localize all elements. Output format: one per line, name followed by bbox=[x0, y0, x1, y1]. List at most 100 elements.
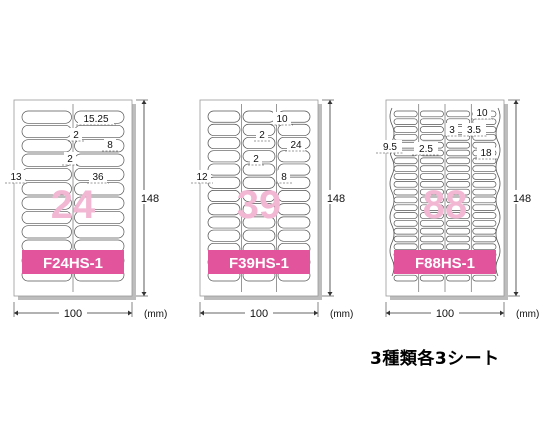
label-slot bbox=[446, 157, 471, 165]
label-slot bbox=[419, 165, 444, 172]
sheet-code: F24HS-1 bbox=[43, 255, 103, 272]
label-slot bbox=[419, 243, 444, 251]
sheet-width-value: 100 bbox=[436, 308, 454, 320]
label-slot bbox=[277, 123, 311, 136]
height-dimension-head-bottom bbox=[141, 292, 147, 296]
label-slot bbox=[419, 235, 444, 243]
label-slot bbox=[242, 216, 276, 229]
dimension-label-bg bbox=[256, 128, 268, 141]
dimension-value: 9.5 bbox=[383, 142, 397, 153]
label-slot bbox=[393, 204, 418, 211]
dimension-value: 10 bbox=[276, 114, 288, 125]
label-slot bbox=[242, 163, 276, 176]
label-slot bbox=[419, 227, 444, 235]
label-slot bbox=[393, 243, 418, 251]
dimension-value: 3 bbox=[449, 125, 455, 136]
label-slot bbox=[419, 196, 444, 204]
label-slot bbox=[419, 204, 444, 211]
label-slot bbox=[277, 229, 311, 242]
dimension-value: 2 bbox=[253, 154, 259, 165]
label-slot bbox=[74, 196, 125, 210]
label-slot bbox=[207, 150, 241, 163]
label-slot bbox=[472, 173, 497, 180]
label-slot bbox=[446, 173, 471, 180]
label-slot bbox=[74, 153, 125, 167]
label-slot bbox=[393, 212, 418, 219]
label-slot bbox=[419, 173, 444, 180]
label-slot bbox=[419, 110, 444, 118]
label-slot bbox=[393, 157, 418, 165]
label-slot bbox=[277, 150, 311, 163]
sheet-count-watermark: 39 bbox=[237, 183, 282, 227]
sheet-width-value: 100 bbox=[64, 308, 82, 320]
height-dimension-head-bottom bbox=[327, 292, 333, 296]
label-slot bbox=[242, 190, 276, 202]
label-slot bbox=[207, 110, 241, 123]
label-slot bbox=[393, 235, 418, 243]
label-slot bbox=[21, 225, 72, 239]
dimension-value: 3.5 bbox=[467, 125, 481, 136]
width-dimension-head-left bbox=[14, 310, 18, 316]
dimension-label-bg bbox=[273, 112, 291, 125]
caption: 3種類各3シート bbox=[370, 349, 500, 369]
dimension-value: 15.25 bbox=[83, 114, 108, 125]
width-dimension-head-right bbox=[500, 310, 504, 316]
label-slot bbox=[74, 210, 125, 225]
label-slot bbox=[242, 203, 276, 216]
label-slot bbox=[446, 212, 471, 219]
label-slot bbox=[393, 134, 418, 141]
label-slot bbox=[446, 196, 471, 204]
label-slot bbox=[393, 126, 418, 133]
label-slot bbox=[207, 229, 241, 242]
dimension-label-bg bbox=[473, 106, 491, 119]
label-slot bbox=[446, 149, 471, 157]
sheet-height-value: 148 bbox=[327, 193, 345, 205]
sheet-width-value: 100 bbox=[250, 308, 268, 320]
label-slot bbox=[207, 203, 241, 216]
label-slot bbox=[472, 165, 497, 172]
dimension-label-bg bbox=[89, 170, 107, 183]
unit-label: (mm) bbox=[330, 309, 353, 320]
label-slot bbox=[446, 181, 471, 188]
unit-label: (mm) bbox=[516, 309, 539, 320]
label-slot bbox=[277, 203, 311, 216]
label-slot bbox=[393, 181, 418, 188]
dimension-value: 2.5 bbox=[419, 144, 433, 155]
label-slot bbox=[393, 188, 418, 196]
label-slot bbox=[74, 139, 125, 153]
label-slot bbox=[472, 227, 497, 235]
label-slot bbox=[74, 225, 125, 239]
dimension-label-bg bbox=[446, 123, 458, 136]
label-slot bbox=[472, 181, 497, 188]
label-slot bbox=[393, 196, 418, 204]
height-label-bg bbox=[136, 190, 152, 204]
label-slot bbox=[446, 220, 471, 227]
label-slot bbox=[472, 204, 497, 211]
label-slot bbox=[393, 227, 418, 235]
dimension-value: 2 bbox=[259, 130, 265, 141]
label-slot bbox=[446, 204, 471, 211]
sheet-height-value: 148 bbox=[141, 193, 159, 205]
label-slot bbox=[419, 126, 444, 133]
label-slot bbox=[242, 110, 276, 123]
dimension-value: 10 bbox=[476, 108, 488, 119]
dimension-label-bg bbox=[477, 146, 495, 159]
dimension-label-bg bbox=[250, 152, 262, 165]
label-slot bbox=[277, 216, 311, 229]
label-slot bbox=[207, 123, 241, 136]
label-slot bbox=[419, 220, 444, 227]
dimension-label-bg bbox=[193, 170, 211, 183]
dimension-value: 13 bbox=[10, 172, 22, 183]
height-dimension-head-bottom bbox=[513, 292, 519, 296]
height-dimension-head-top bbox=[141, 100, 147, 104]
sheet-height-value: 148 bbox=[513, 193, 531, 205]
height-label-bg bbox=[322, 190, 338, 204]
height-dimension-head-top bbox=[327, 100, 333, 104]
dimension-label-bg bbox=[104, 138, 116, 151]
dimension-label-bg bbox=[462, 123, 486, 136]
label-slot bbox=[207, 163, 241, 176]
label-slot bbox=[393, 110, 418, 118]
sheet-count-watermark: 24 bbox=[51, 183, 96, 227]
